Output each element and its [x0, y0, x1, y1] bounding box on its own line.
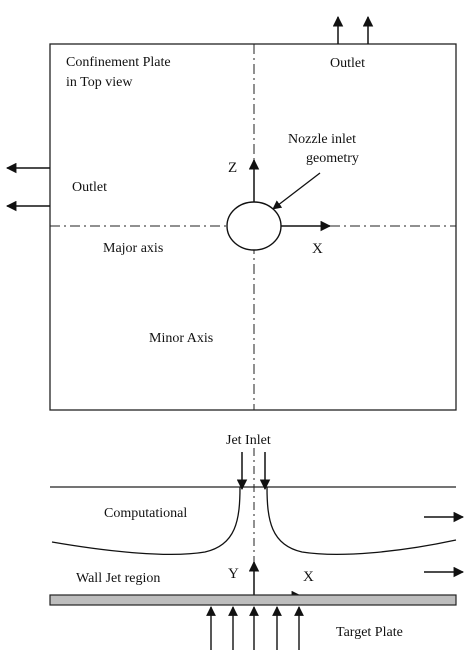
confinement-plate-label-1: Confinement Plate	[66, 55, 171, 70]
jet-flow-curve-left	[51, 486, 241, 556]
x-axis-label-side: X	[303, 569, 314, 585]
wall-jet-region-label: Wall Jet region	[76, 571, 160, 586]
nozzle-inlet-label-1: Nozzle inlet	[288, 132, 356, 147]
z-axis-label: Z	[228, 160, 237, 176]
y-axis-label: Y	[228, 566, 239, 582]
major-axis-label: Major axis	[103, 241, 163, 256]
outlet-left-label: Outlet	[72, 180, 107, 195]
nozzle-inlet-label-2: geometry	[306, 151, 359, 166]
confinement-plate-label-2: in Top view	[66, 75, 133, 90]
nozzle-pointer-arrow	[272, 172, 321, 210]
side-view: Jet Inlet Computational Wall Jet region …	[49, 433, 465, 650]
target-plate	[49, 594, 457, 606]
x-axis-label: X	[312, 241, 323, 257]
jet-flow-curve-right	[266, 486, 457, 555]
outlet-top-label: Outlet	[330, 56, 365, 71]
minor-axis-label: Minor Axis	[149, 331, 213, 346]
top-view: Confinement Plate in Top view Outlet Out…	[5, 15, 457, 411]
target-plate-label: Target Plate	[336, 625, 403, 640]
computational-label: Computational	[104, 506, 187, 521]
confinement-plate-box	[49, 43, 457, 411]
nozzle-inlet-ellipse	[226, 201, 282, 251]
jet-inlet-label: Jet Inlet	[226, 433, 271, 448]
